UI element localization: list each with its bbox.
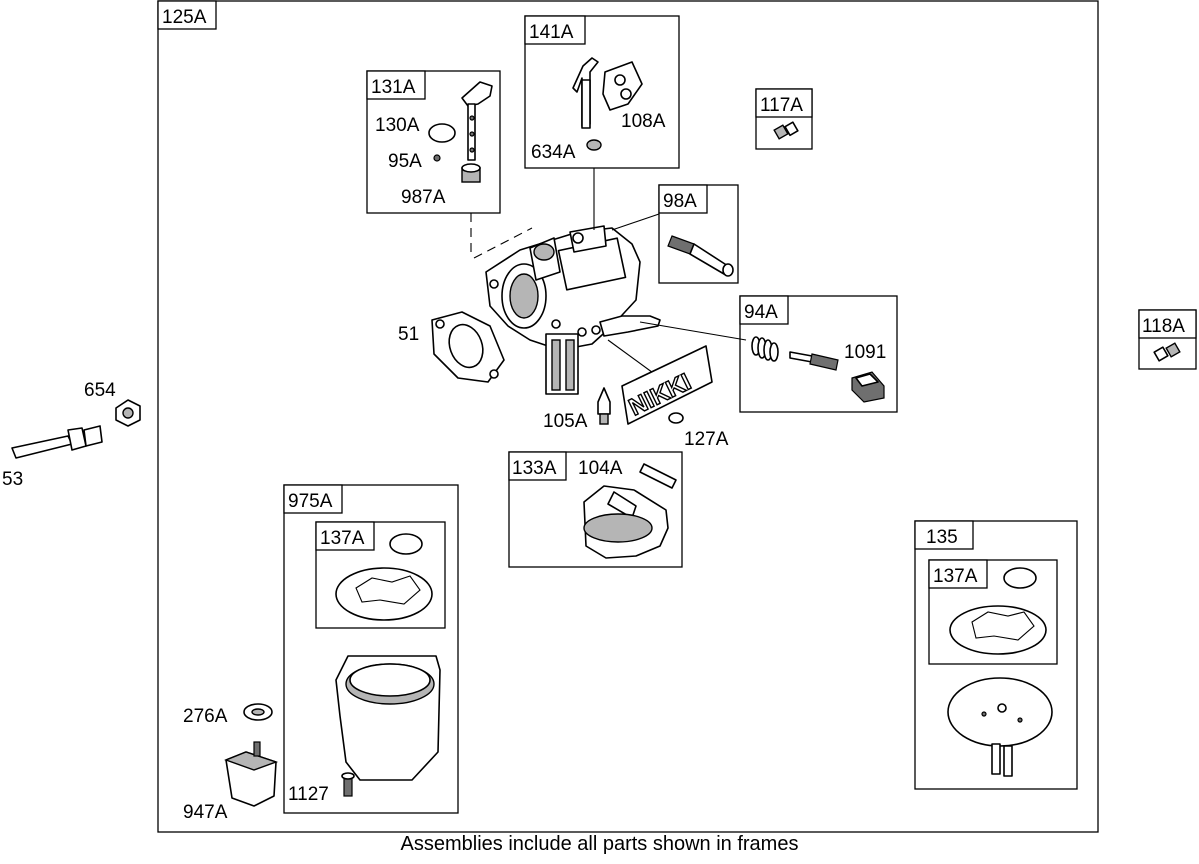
float-part xyxy=(583,485,669,559)
solenoid-part xyxy=(224,741,279,807)
screw-part xyxy=(433,154,441,162)
frame-131A xyxy=(366,70,501,214)
frame-label-118A: 118A xyxy=(1142,316,1185,337)
part-label-105A: 105A xyxy=(543,411,588,432)
stud-part xyxy=(11,425,103,459)
nut-part xyxy=(115,399,141,427)
frame-label-975A: 975A xyxy=(288,491,333,512)
frame-label-98A: 98A xyxy=(663,191,697,212)
frame-label-117A: 117A xyxy=(760,95,803,116)
float-pin-part xyxy=(639,463,677,489)
limiter-cap-part xyxy=(851,371,885,403)
frame-137A-inner-2 xyxy=(928,559,1058,665)
frame-label-137A: 137A xyxy=(320,528,365,549)
frame-label-141A: 141A xyxy=(529,22,574,43)
part-label-634A: 634A xyxy=(531,142,576,163)
frame-label-125A: 125A xyxy=(162,7,207,28)
frame-141A xyxy=(524,15,680,169)
part-label-51: 51 xyxy=(398,324,419,345)
frame-label-131A: 131A xyxy=(371,77,416,98)
throttle-seal-part xyxy=(461,163,481,183)
choke-plate-part xyxy=(602,61,643,111)
nikki-tag-part: NIKKI xyxy=(621,345,713,425)
part-label-1091: 1091 xyxy=(844,342,886,363)
choke-seal-part xyxy=(586,139,602,151)
bowl-gasket-part-2 xyxy=(949,605,1047,655)
frame-label-137A-2: 137A xyxy=(933,566,978,587)
bowl-screw-part xyxy=(341,772,355,797)
frame-94A xyxy=(739,295,898,413)
diagram-caption: Assemblies include all parts shown in fr… xyxy=(400,833,799,855)
throttle-plate-part xyxy=(428,123,456,143)
part-label-276A: 276A xyxy=(183,706,228,727)
plug-part xyxy=(1153,342,1181,362)
o-ring-part-2 xyxy=(1003,567,1037,589)
float-bowl-part xyxy=(335,655,441,781)
float-needle-part xyxy=(597,387,611,425)
carburetor-body-part xyxy=(485,225,661,395)
spring-part xyxy=(751,336,779,362)
plug-screw-part xyxy=(773,121,799,140)
part-label-130A: 130A xyxy=(375,115,420,136)
base-plate-part xyxy=(947,677,1053,777)
frame-label-94A: 94A xyxy=(744,302,778,323)
throttle-shaft-part xyxy=(461,81,493,161)
idle-screw-part xyxy=(667,235,734,277)
frame-133A xyxy=(508,451,683,568)
frame-975A xyxy=(283,484,459,814)
leader-line xyxy=(473,227,533,259)
frame-label-133A: 133A xyxy=(512,458,557,479)
mixture-needle-part xyxy=(789,351,839,371)
part-label-654: 654 xyxy=(84,380,116,401)
o-ring-small-part xyxy=(668,412,684,424)
part-label-104A: 104A xyxy=(578,458,623,479)
part-label-127A: 127A xyxy=(684,429,729,450)
frame-137A-inner xyxy=(315,521,446,629)
part-label-1127: 1127 xyxy=(288,784,329,805)
part-label-53: 53 xyxy=(2,469,23,490)
bowl-gasket-part xyxy=(335,567,433,621)
part-label-95A: 95A xyxy=(388,151,422,172)
frame-135 xyxy=(914,520,1078,790)
o-ring-part xyxy=(389,533,423,555)
part-label-108A: 108A xyxy=(621,111,666,132)
gasket-part xyxy=(431,311,505,383)
part-label-987A: 987A xyxy=(401,187,446,208)
part-label-947A: 947A xyxy=(183,802,228,823)
frame-label-135: 135 xyxy=(926,527,958,548)
choke-shaft-part xyxy=(572,57,599,129)
